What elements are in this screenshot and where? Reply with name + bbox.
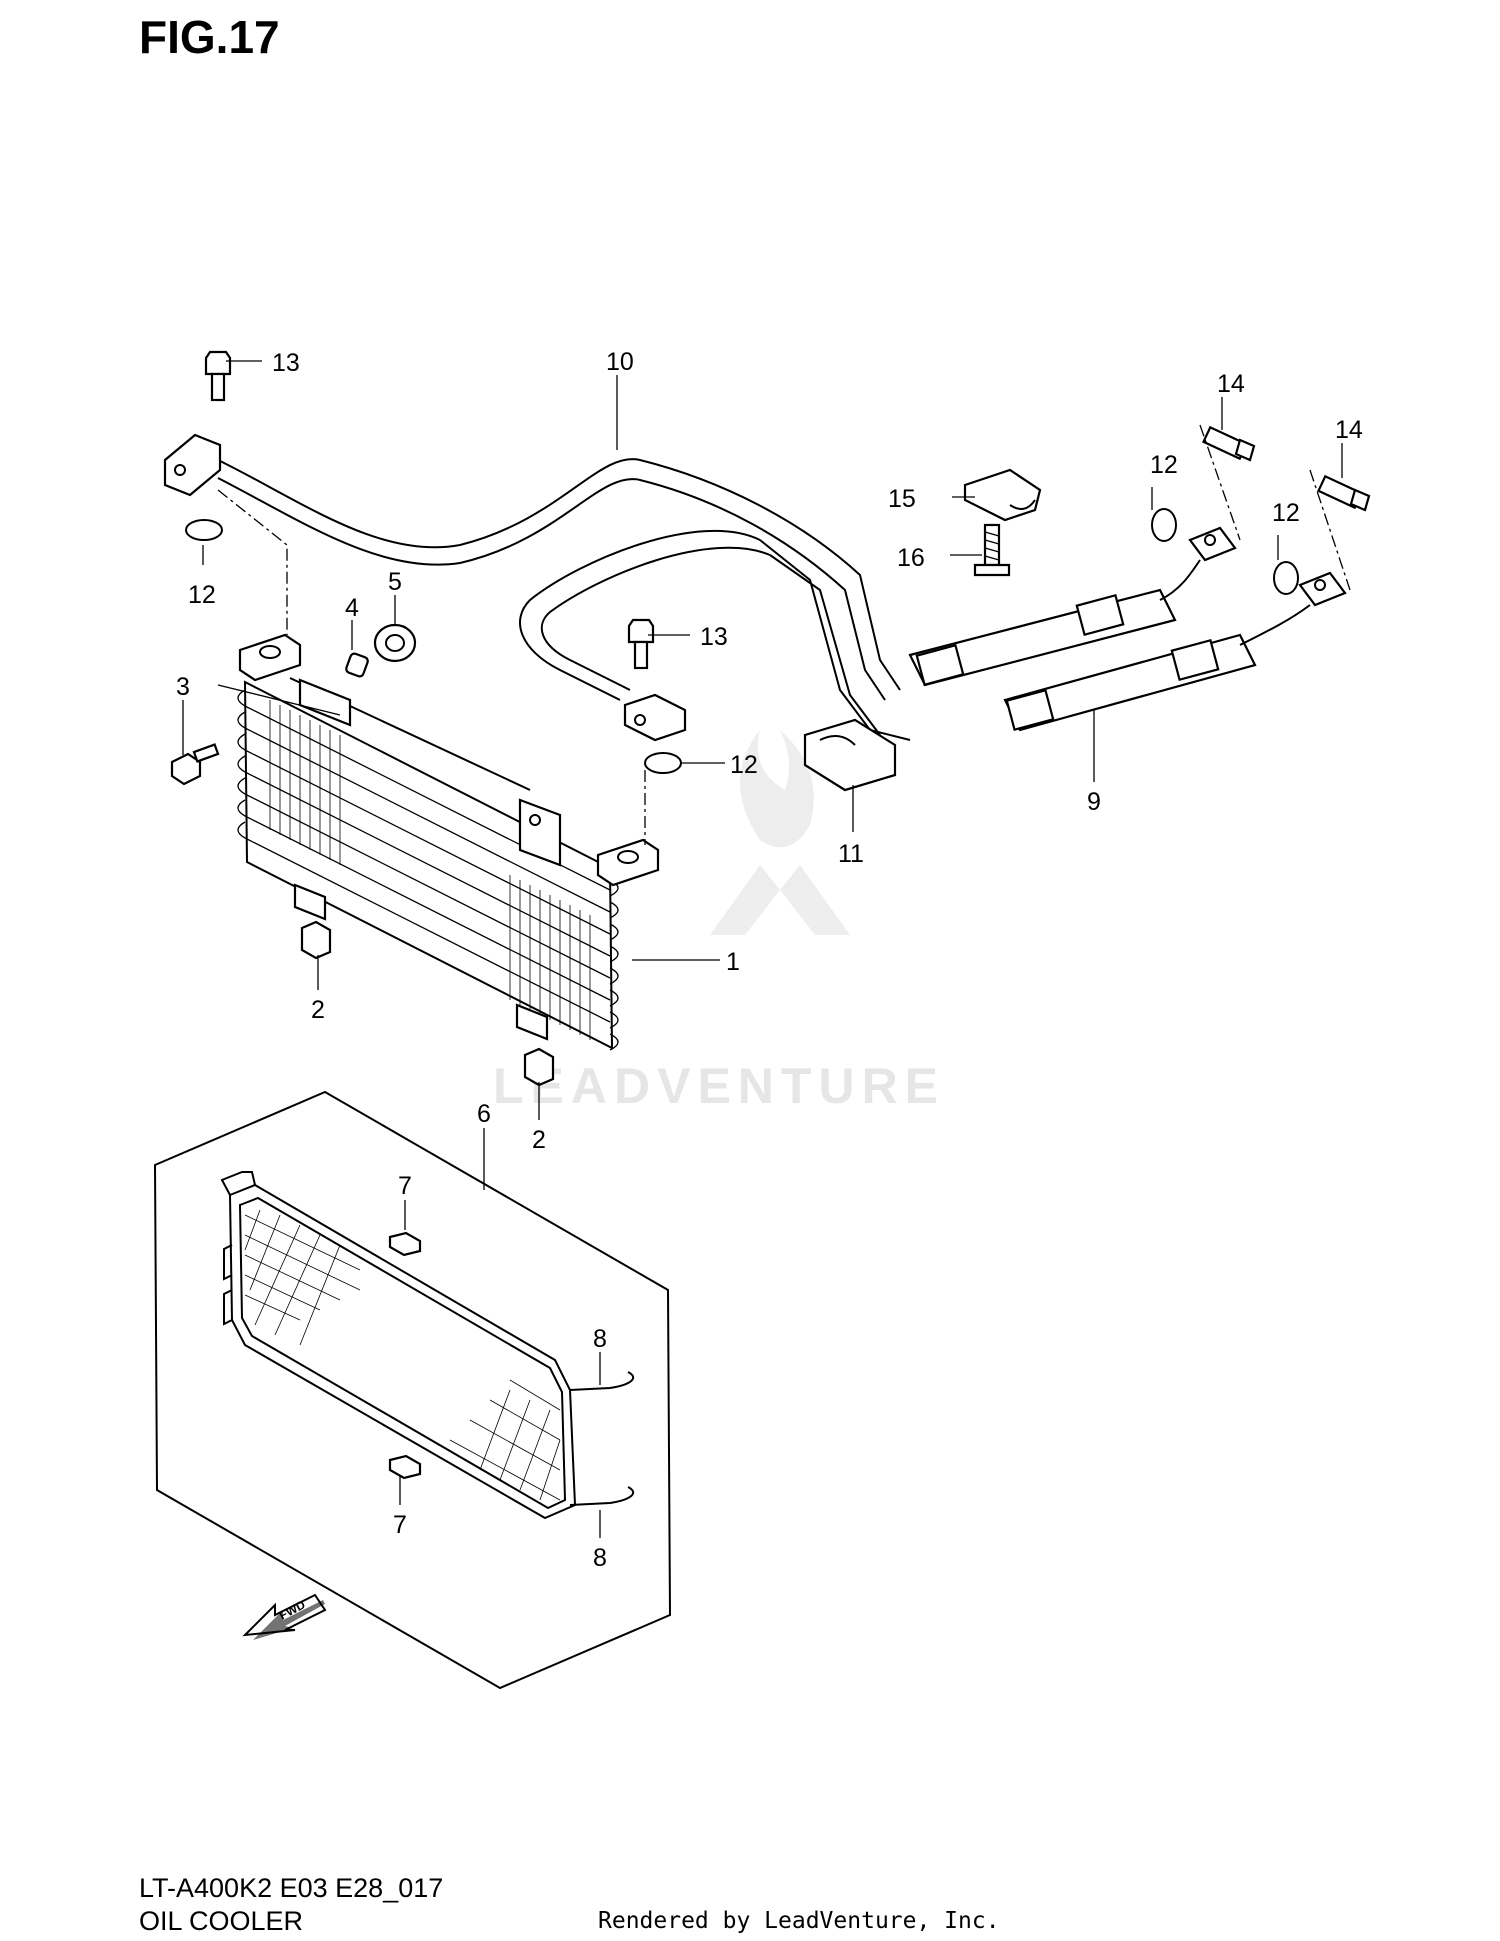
callout-8-upper: 8 bbox=[593, 1325, 607, 1353]
callout-7-lower: 7 bbox=[393, 1511, 407, 1539]
callout-12-center: 12 bbox=[730, 751, 758, 779]
callout-6: 6 bbox=[477, 1100, 491, 1128]
callout-8-lower: 8 bbox=[593, 1544, 607, 1572]
callout-13-lower: 13 bbox=[700, 623, 728, 651]
rendered-by-credit: Rendered by LeadVenture, Inc. bbox=[598, 1908, 1000, 1934]
o-ring-12-lower-right bbox=[1273, 561, 1299, 595]
section-name: OIL COOLER bbox=[139, 1906, 304, 1936]
callout-11: 11 bbox=[838, 840, 864, 868]
bolt-14-lower bbox=[1317, 474, 1371, 512]
callout-10: 10 bbox=[606, 348, 634, 376]
o-ring-12-center bbox=[644, 752, 682, 774]
spring-clip-8-lower bbox=[569, 1486, 635, 1506]
callout-4: 4 bbox=[345, 594, 359, 622]
callout-16: 16 bbox=[897, 544, 925, 572]
callout-2-right: 2 bbox=[532, 1126, 546, 1154]
callout-7-upper: 7 bbox=[398, 1172, 412, 1200]
clip-2-right bbox=[523, 1047, 555, 1087]
leadventure-watermark: LEADVENTURE bbox=[493, 730, 945, 1114]
bolt-3 bbox=[170, 743, 220, 786]
leader-lines bbox=[182, 360, 1351, 1538]
oil-pipe-upper bbox=[163, 433, 901, 701]
oil-pipe-lower bbox=[519, 529, 911, 742]
callout-14-upper: 14 bbox=[1217, 370, 1245, 398]
forward-direction-arrow: FWD bbox=[242, 1593, 327, 1640]
callout-15: 15 bbox=[888, 485, 916, 513]
watermark-text: LEADVENTURE bbox=[493, 1058, 945, 1114]
callout-2-left: 2 bbox=[311, 996, 325, 1024]
clip-7-lower bbox=[388, 1454, 422, 1480]
oil-cooler-core bbox=[237, 633, 660, 1051]
oil-hose-assembly bbox=[908, 526, 1347, 732]
callout-5: 5 bbox=[388, 568, 402, 596]
callout-12-left: 12 bbox=[188, 581, 216, 609]
o-ring-12-upper-right bbox=[1151, 508, 1177, 542]
callout-14-lower: 14 bbox=[1335, 416, 1363, 444]
collar-4 bbox=[345, 652, 369, 678]
callout-1: 1 bbox=[726, 948, 740, 976]
callout-3: 3 bbox=[176, 673, 190, 701]
clip-2-left bbox=[300, 920, 332, 960]
bolt-16 bbox=[973, 523, 1011, 577]
hose-clamp-bracket bbox=[963, 468, 1042, 522]
clip-7-upper bbox=[388, 1231, 422, 1257]
bolt-14-upper bbox=[1202, 425, 1256, 462]
callout-labels: 13 10 14 14 12 12 15 16 12 13 12 3 4 5 9… bbox=[176, 348, 1363, 1572]
hose-damper bbox=[803, 718, 897, 792]
cooler-screen-guard bbox=[153, 1090, 672, 1690]
bolt-13-upper bbox=[204, 350, 232, 402]
callout-12-upper-right: 12 bbox=[1150, 451, 1178, 479]
o-ring-12-left bbox=[185, 519, 223, 541]
callout-9: 9 bbox=[1087, 788, 1101, 816]
figure-title: FIG.17 bbox=[139, 11, 280, 63]
grommet-5 bbox=[373, 623, 417, 663]
spring-clip-8-upper bbox=[569, 1371, 635, 1391]
bolt-13-lower bbox=[627, 618, 655, 670]
callout-12-lower-right: 12 bbox=[1272, 499, 1300, 527]
callout-13-upper: 13 bbox=[272, 349, 300, 377]
model-code: LT-A400K2 E03 E28_017 bbox=[139, 1873, 444, 1903]
